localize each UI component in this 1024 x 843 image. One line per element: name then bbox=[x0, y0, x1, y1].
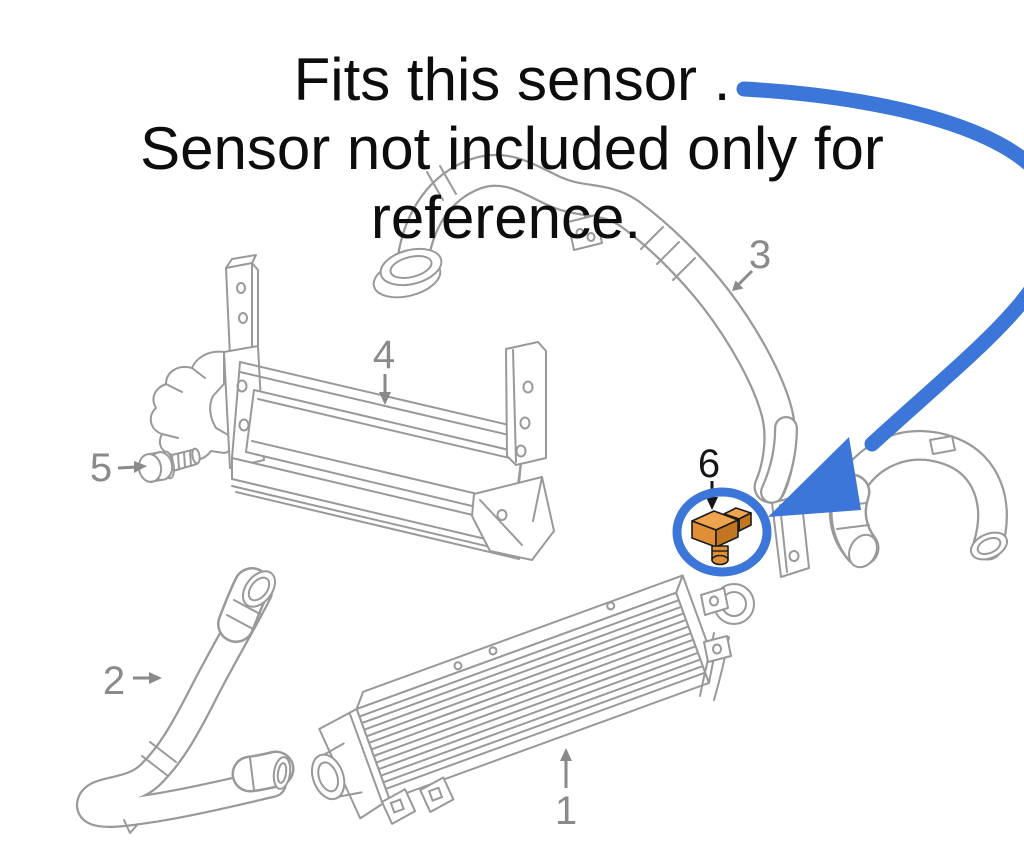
charge-air-hose-part-3-drawing bbox=[372, 153, 797, 504]
sensor-pointer-arrow bbox=[736, 81, 1024, 517]
outlet-hose-elbow-drawing bbox=[828, 429, 1009, 569]
title-text: Fits this sensor . Sensor not included o… bbox=[140, 46, 884, 251]
part-label-5: 5 bbox=[90, 446, 112, 490]
part-label-1: 1 bbox=[555, 789, 577, 833]
part-label-group-5: 5 bbox=[90, 446, 147, 490]
part-label-4: 4 bbox=[373, 333, 395, 377]
part-label-group-3: 3 bbox=[732, 233, 771, 291]
intercooler-part-1-drawing bbox=[310, 574, 755, 825]
part-label-6: 6 bbox=[698, 442, 720, 486]
sensor-highlight-circle bbox=[672, 487, 772, 577]
part-labels: 1 2 3 4 5 6 bbox=[90, 233, 771, 833]
part-label-group-1: 1 bbox=[555, 748, 577, 833]
title-line-1: Fits this sensor . bbox=[294, 46, 731, 113]
part-label-3: 3 bbox=[749, 233, 771, 277]
intercooler-hose-part-2-drawing bbox=[76, 567, 295, 834]
title-line-3: reference. bbox=[371, 184, 641, 251]
part-label-2: 2 bbox=[103, 659, 125, 703]
title-line-2: Sensor not included only for bbox=[140, 115, 884, 182]
part-label-group-4: 4 bbox=[373, 333, 395, 405]
air-baffle-part-4-drawing bbox=[149, 254, 555, 561]
map-sensor-drawing bbox=[691, 507, 752, 566]
part-label-group-2: 2 bbox=[103, 659, 162, 703]
